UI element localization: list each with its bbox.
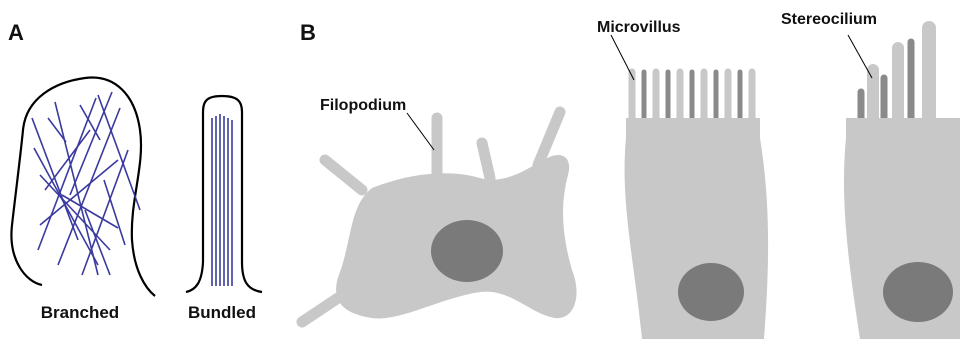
filopodium-right-inner <box>482 143 490 178</box>
nucleus-filopodia-cell <box>431 220 503 282</box>
microvilli <box>632 72 752 122</box>
filopodium-left <box>325 160 362 190</box>
stereocilia <box>861 28 929 122</box>
bundled-filaments <box>212 114 232 286</box>
stereocilium-label: Stereocilium <box>781 11 877 28</box>
filopodium-leader <box>407 113 434 150</box>
microvillus-label: Microvillus <box>597 19 681 36</box>
microvillus-leader <box>611 35 634 80</box>
branched-caption: Branched <box>41 303 119 322</box>
panel-a-label: A <box>8 20 24 45</box>
filopodium-bottom <box>302 298 338 322</box>
stereocilium-leader <box>848 35 872 78</box>
nucleus-microvilli-cell <box>678 263 744 321</box>
nucleus-stereocilia-cell <box>883 262 953 322</box>
branched-filaments <box>32 92 140 275</box>
panel-b-label: B <box>300 20 316 45</box>
filopodium-label: Filopodium <box>320 97 406 114</box>
bundled-caption: Bundled <box>188 303 256 322</box>
